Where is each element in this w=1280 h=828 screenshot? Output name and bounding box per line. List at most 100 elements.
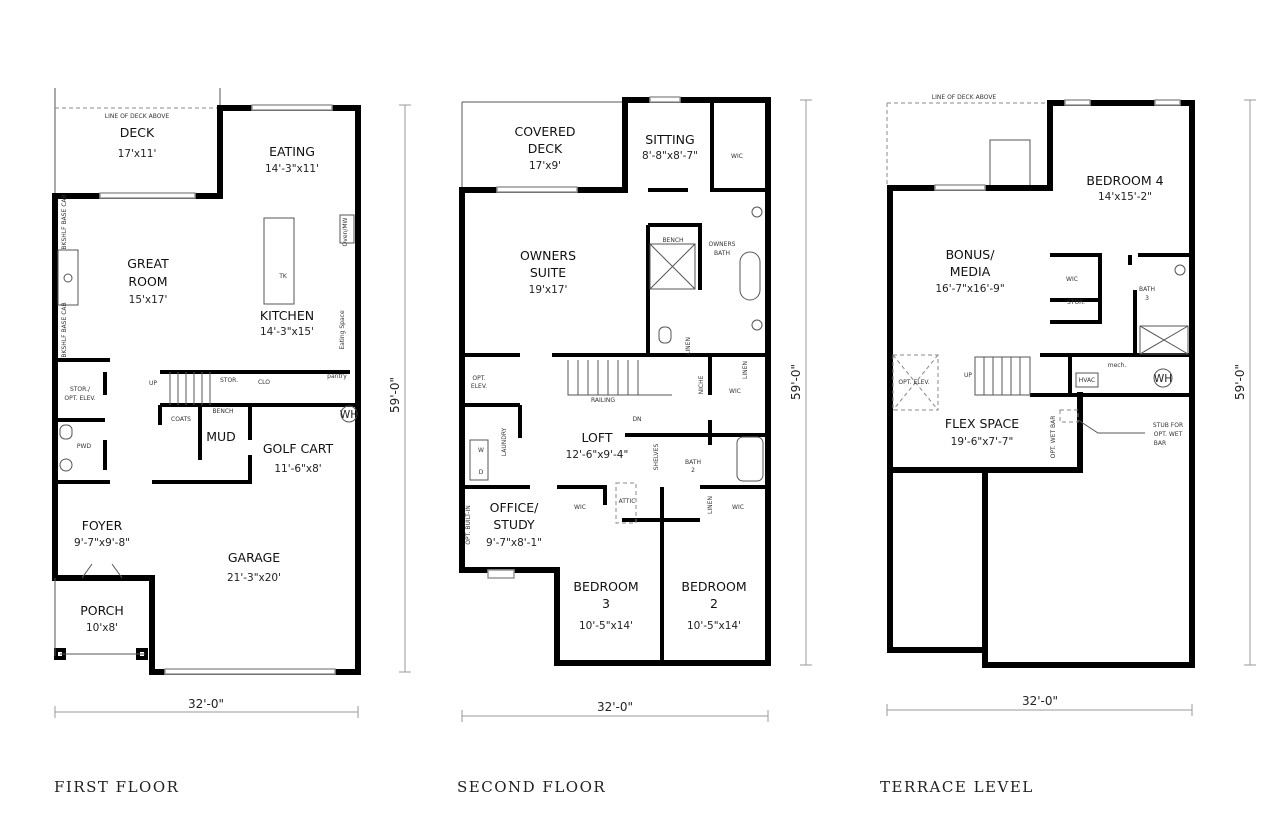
room-label: ATTIC	[619, 498, 636, 505]
interior-walls	[1030, 253, 1192, 397]
room-label: CLO	[258, 379, 270, 386]
room-size: 14'-3"x11'	[265, 163, 319, 175]
attic-access	[615, 482, 637, 524]
stair-label: UP	[964, 372, 972, 379]
first-floor-plan: LINE OF DECK ABOVE DECK 17'x11' EATING 1…	[52, 88, 411, 796]
room-size: 14'-3"x15'	[260, 326, 314, 338]
fixture-label: TK	[278, 273, 288, 280]
note-label: STUB FOR	[1153, 422, 1183, 429]
porch-outline	[54, 578, 145, 656]
room-label: BEDROOM 4	[1086, 173, 1163, 188]
room-size: 10'x8'	[86, 622, 118, 634]
room-label: FOYER	[82, 518, 123, 533]
water-heater	[1153, 368, 1173, 388]
stair-label: DN	[632, 416, 641, 423]
room-label: 3	[602, 596, 610, 611]
room-label: DECK	[528, 141, 563, 156]
room-label: 2	[710, 596, 718, 611]
window	[1154, 99, 1181, 106]
deck-note: LINE OF DECK ABOVE	[932, 94, 997, 101]
room-label: COVERED	[514, 124, 575, 139]
room-label: OWNERS	[520, 248, 576, 263]
water-heater	[340, 405, 358, 423]
room-size: 19'x17'	[529, 284, 568, 296]
fixture-label: D	[479, 469, 484, 476]
fixture-label: BENCH	[662, 237, 683, 244]
room-label: WIC	[732, 504, 744, 511]
room-size: 9'-7"x8'-1"	[486, 537, 542, 549]
exterior-stair-landing	[989, 139, 1031, 189]
room-label: BATH	[714, 250, 730, 257]
room-label: WIC	[731, 153, 743, 160]
room-label: STOR.	[1067, 299, 1085, 306]
interior-walls	[462, 100, 768, 663]
interior-walls	[55, 370, 358, 484]
opt-elevator-shaft	[892, 354, 939, 411]
wet-bar-stub	[1059, 409, 1079, 423]
garage-door	[164, 668, 336, 675]
width-dimension-line	[461, 710, 769, 722]
room-label: OPT.	[472, 375, 485, 382]
fireplace-grate	[63, 273, 73, 283]
room-label: SITTING	[645, 132, 694, 147]
fixture-label: BKSHLF BASE CAB	[61, 302, 68, 357]
deck-outline	[54, 88, 221, 196]
fixture-label: OPT. WET BAR	[1050, 416, 1057, 459]
covered-deck-outline	[461, 101, 625, 190]
room-size: 12'-6"x9'-4"	[566, 449, 629, 461]
width-dimension-line	[54, 706, 359, 718]
room-label: GARAGE	[228, 550, 280, 565]
room-label: mech.	[1108, 362, 1127, 369]
width-dimension-line	[886, 704, 1193, 716]
fixture-label: WH	[1154, 373, 1172, 385]
room-label: BEDROOM	[573, 579, 638, 594]
room-label: BATH	[1139, 286, 1155, 293]
room-size: 15'x17'	[129, 294, 168, 306]
width-dimension: 32'-0"	[188, 697, 224, 711]
room-label: WIC	[729, 388, 741, 395]
room-label: 2	[691, 467, 695, 474]
second-floor-plan: COVERED DECK 17'x9' SITTING 8'-8"x8'-7" …	[457, 96, 812, 796]
fixture-label: WH	[340, 409, 358, 421]
stairs	[567, 360, 672, 396]
room-label: 3	[1145, 295, 1149, 302]
bathtub	[736, 436, 764, 482]
room-label: FLEX SPACE	[945, 416, 1019, 431]
room-label: LAUNDRY	[501, 427, 508, 456]
room-label: OWNERS	[709, 241, 736, 248]
bathtub	[739, 251, 761, 301]
note-label: BAR	[1154, 440, 1166, 447]
room-label: ROOM	[128, 274, 167, 289]
room-size: 10'-5"x14'	[687, 620, 741, 632]
washer-dryer	[469, 439, 489, 481]
room-label: LINEN	[707, 496, 714, 514]
room-size: 16'-7"x16'-9"	[935, 283, 1004, 295]
room-size: 9'-7"x9'-8"	[74, 537, 130, 549]
stair-label: UP	[149, 380, 157, 387]
room-label: GREAT	[127, 256, 169, 271]
room-label: OPT. ELEV.	[898, 379, 929, 386]
shower-drain	[1139, 325, 1189, 355]
room-label: WIC	[1066, 276, 1078, 283]
room-size: 8'-8"x8'-7"	[642, 150, 698, 162]
stairs	[974, 356, 1031, 396]
fixture-label: Eating Space	[339, 310, 346, 350]
oven	[339, 214, 355, 244]
fixture-label: RAILING	[591, 397, 615, 404]
room-size: 17'x9'	[529, 160, 561, 172]
sink	[751, 206, 763, 218]
depth-dimension: 59'-0"	[1233, 364, 1247, 400]
depth-dimension-line	[800, 99, 812, 666]
room-size: 11'-6"x8'	[274, 463, 321, 475]
room-label: pantry	[327, 373, 347, 380]
window	[487, 569, 515, 579]
room-label: COATS	[171, 416, 191, 423]
room-size: 14'x15'-2"	[1098, 191, 1152, 203]
fixture-label: SHELVES	[653, 444, 660, 471]
terrace-level-plan: LINE OF DECK ABOVE BEDROOM 4 14'x15'-2" …	[880, 94, 1256, 796]
fixture-label: NICHE	[698, 375, 705, 394]
room-label: OPT. ELEV.	[64, 395, 95, 402]
room-label: BATH	[685, 459, 701, 466]
shower	[649, 243, 696, 290]
floor-caption: SECOND FLOOR	[457, 778, 606, 796]
